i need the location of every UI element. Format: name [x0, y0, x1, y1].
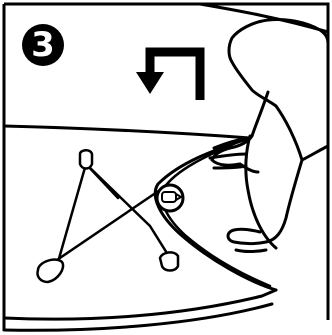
stand-frame [37, 150, 178, 282]
upper-arm [212, 92, 268, 172]
base-curve [4, 290, 276, 330]
step-number-badge: 3 [22, 24, 64, 66]
valve-icon [157, 185, 183, 211]
arrow-turn-down-left-icon [136, 52, 200, 100]
curved-edge [200, 4, 328, 32]
